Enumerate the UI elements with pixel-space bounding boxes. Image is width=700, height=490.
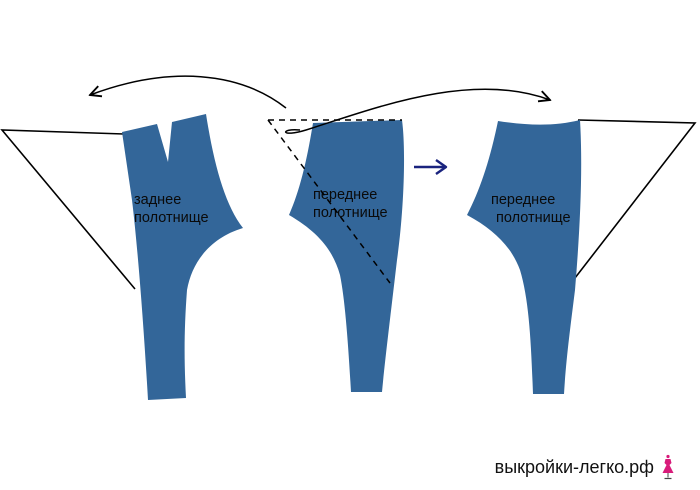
curved-arrow-to-front — [285, 88, 550, 134]
back-piece-label-line1: заднее — [134, 192, 181, 208]
front-piece-result — [467, 120, 582, 394]
curved-arrow-to-back — [90, 75, 287, 109]
back-piece-flare-outline — [0, 129, 136, 290]
back-piece — [122, 114, 243, 400]
front-piece-flare-outline — [567, 119, 697, 288]
front-piece-original-label-line1: переднее — [313, 187, 377, 203]
front-piece-result-label-line2: полотнище — [496, 210, 571, 226]
front-piece-result-label-line1: переднее — [491, 192, 555, 208]
watermark: выкройки-легко.рф — [495, 454, 676, 480]
front-piece-original-label-line2: полотнище — [313, 205, 388, 221]
front-piece-original — [289, 120, 405, 392]
watermark-text: выкройки-легко.рф — [494, 456, 654, 477]
back-piece-label-line2: полотнище — [134, 210, 209, 226]
transform-arrow-head — [435, 159, 448, 175]
dashed-diagonal-line — [267, 119, 391, 284]
dress-mannequin-icon — [662, 454, 674, 480]
